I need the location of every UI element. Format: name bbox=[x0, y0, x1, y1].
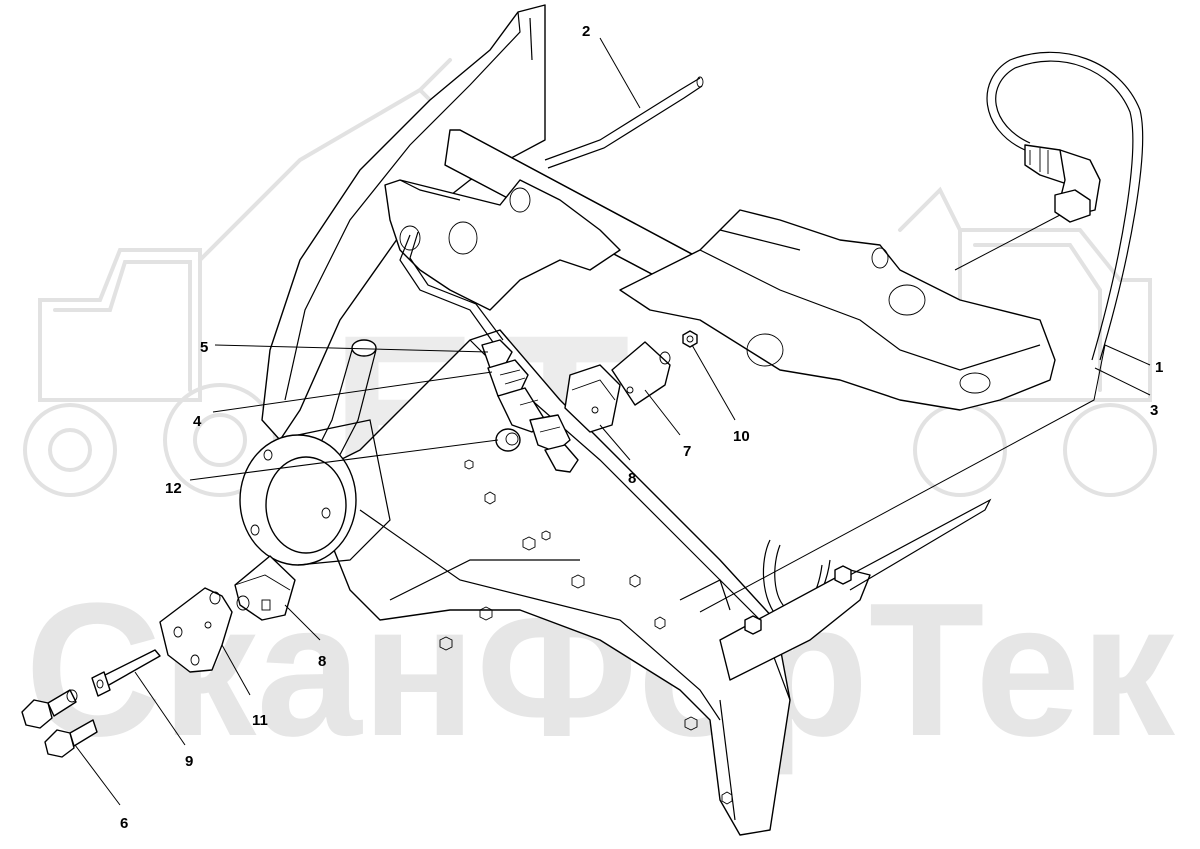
nut-10 bbox=[682, 330, 698, 348]
hose-with-elbow bbox=[986, 51, 1144, 361]
nut-12 bbox=[495, 428, 521, 452]
callout-4: 4 bbox=[193, 413, 202, 430]
ring-flange bbox=[239, 419, 391, 566]
bolt-6-upper bbox=[21, 689, 78, 729]
leader-lines bbox=[74, 37, 1151, 806]
callout-3: 3 bbox=[1150, 402, 1158, 419]
brake-line bbox=[399, 231, 504, 346]
callout-1: 1 bbox=[1155, 359, 1163, 376]
frame-right-arm bbox=[619, 209, 1056, 411]
bolt-9 bbox=[91, 649, 161, 697]
elbow-fitting bbox=[1024, 144, 1101, 223]
callout-8-lower: 8 bbox=[318, 653, 326, 670]
callout-labels: 1 2 3 4 5 6 7 8 8 9 10 11 12 bbox=[120, 23, 1163, 832]
callout-8-upper: 8 bbox=[628, 470, 636, 487]
bracket-plate-7 bbox=[611, 341, 671, 406]
sensor-lower bbox=[234, 555, 296, 621]
callout-11: 11 bbox=[252, 712, 268, 729]
callout-9: 9 bbox=[185, 753, 193, 770]
callout-6: 6 bbox=[120, 815, 128, 832]
frame-upper-bracket bbox=[384, 179, 621, 311]
callout-5: 5 bbox=[200, 339, 208, 356]
bolt-6-lower bbox=[44, 719, 98, 758]
callout-10: 10 bbox=[733, 428, 750, 445]
fitting-assembly bbox=[481, 339, 579, 473]
sensor-upper bbox=[564, 364, 621, 433]
callout-2: 2 bbox=[582, 23, 590, 40]
callout-7: 7 bbox=[683, 443, 691, 460]
beam-bolt-holes bbox=[439, 459, 733, 805]
u-bolt-assembly bbox=[679, 498, 992, 681]
callout-12: 12 bbox=[165, 480, 182, 497]
mounting-plate-11 bbox=[159, 587, 233, 673]
hose-pipe bbox=[544, 76, 704, 169]
